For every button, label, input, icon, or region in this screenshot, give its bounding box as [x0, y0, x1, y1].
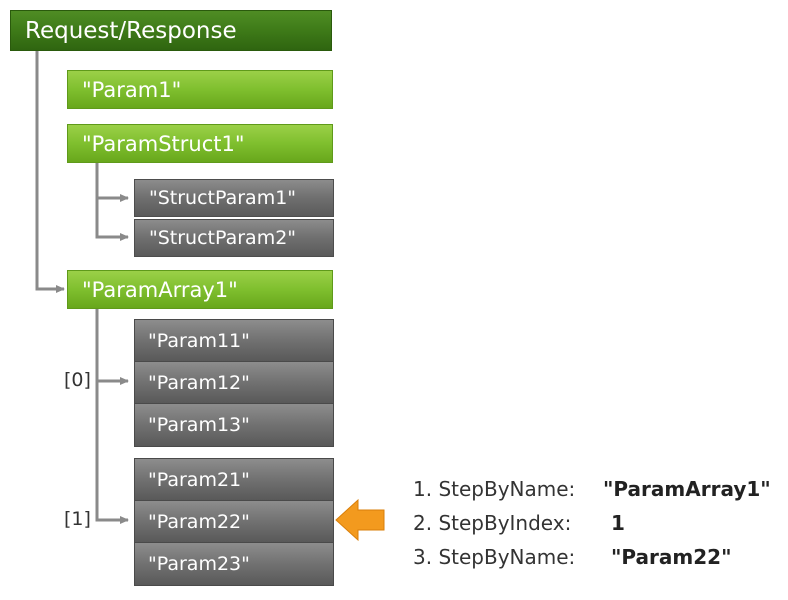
step-3: 3. StepByName: "Param22" — [413, 545, 732, 569]
struct-connector — [95, 163, 129, 241]
pointer-arrow — [335, 498, 385, 542]
node-paramstruct1: "ParamStruct1" — [67, 124, 333, 163]
step-label: 1. StepByName: — [413, 477, 576, 501]
array-item: "Param11" — [135, 320, 333, 362]
step-value: "ParamArray1" — [603, 477, 771, 501]
step-label: 3. StepByName: — [413, 545, 576, 569]
node-paramarray1: "ParamArray1" — [67, 270, 333, 309]
array-element-0: "Param11" "Param12" "Param13" — [134, 319, 334, 447]
node-label: "Param1" — [82, 77, 182, 102]
node-label: "StructParam2" — [149, 227, 297, 249]
step-value: 1 — [611, 511, 625, 535]
step-2: 2. StepByIndex: 1 — [413, 511, 625, 535]
step-1: 1. StepByName: "ParamArray1" — [413, 477, 771, 501]
array-item: "Param12" — [135, 362, 333, 404]
node-structparam2: "StructParam2" — [134, 219, 334, 257]
array-connector — [95, 309, 129, 524]
array-item: "Param13" — [135, 404, 333, 446]
array-item: "Param21" — [135, 459, 333, 501]
array-item: "Param22" — [135, 501, 333, 543]
array-item: "Param23" — [135, 543, 333, 585]
step-value: "Param22" — [611, 545, 732, 569]
root-node: Request/Response — [10, 10, 332, 51]
node-param1: "Param1" — [67, 70, 333, 109]
array-index-label: [1] — [64, 508, 91, 530]
step-label: 2. StepByIndex: — [413, 511, 572, 535]
array-element-1: "Param21" "Param22" "Param23" — [134, 458, 334, 586]
node-label: "StructParam1" — [149, 187, 297, 209]
node-label: "ParamArray1" — [82, 277, 238, 302]
root-connector — [35, 51, 65, 293]
root-label: Request/Response — [25, 17, 237, 44]
array-index-label: [0] — [64, 369, 91, 391]
node-label: "ParamStruct1" — [82, 131, 245, 156]
node-structparam1: "StructParam1" — [134, 179, 334, 217]
